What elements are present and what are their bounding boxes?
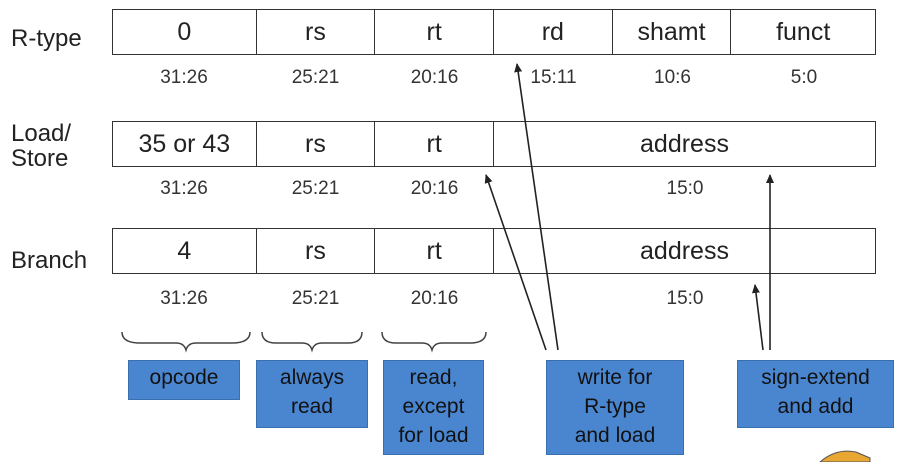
field-rs: rs <box>257 122 376 166</box>
callout-sign-extend: sign-extend and add <box>737 360 894 428</box>
row-label-load-store: Load/ Store <box>11 120 72 172</box>
bit-range: 20:16 <box>410 288 459 309</box>
row-label-r-type: R-type <box>11 25 82 52</box>
callout-opcode: opcode <box>128 360 240 400</box>
sign-extend-arrow-to-branch-address <box>752 284 764 351</box>
bit-range: 31:26 <box>160 288 208 309</box>
bit-range: 20:16 <box>410 67 459 88</box>
r-type-bit-ranges: 31:26 25:21 20:16 15:11 10:6 5:0 <box>112 67 876 91</box>
field-rd: rd <box>494 10 613 54</box>
field-shamt: shamt <box>613 10 732 54</box>
write-arrow-to-rt <box>484 174 547 351</box>
load-store-bit-ranges: 31:26 25:21 20:16 15:0 <box>112 178 876 202</box>
field-address: address <box>640 236 729 265</box>
field-rs: rs <box>257 10 376 54</box>
field-rt: rt <box>375 229 494 273</box>
field-funct: funct <box>776 17 831 46</box>
opcode-brace <box>121 331 251 353</box>
callout-always-read-text: always read <box>279 366 345 418</box>
r-type-instruction-format: 0 rs rt rd shamt funct <box>112 9 876 55</box>
bit-range: 15:0 <box>666 178 704 199</box>
rt-brace <box>381 331 487 353</box>
field-address: address <box>640 129 729 158</box>
branch-instruction-format: 4 rs rt address <box>112 228 876 274</box>
field-rs: rs <box>257 229 376 273</box>
field-opcode: 35 or 43 <box>113 122 257 166</box>
bit-range: 10:6 <box>654 67 691 88</box>
callout-write-for-text: write for R-type and load <box>574 366 656 447</box>
row-label-branch: Branch <box>11 247 88 274</box>
bit-range: 15:11 <box>530 67 577 88</box>
callout-sign-extend-text: sign-extend and add <box>761 366 870 418</box>
bit-range: 25:21 <box>291 178 340 199</box>
load-store-instruction-format: 35 or 43 rs rt address <box>112 121 876 167</box>
field-opcode: 4 <box>113 229 257 273</box>
bit-range: 20:16 <box>410 178 459 199</box>
bit-range: 5:0 <box>790 67 818 88</box>
branch-bit-ranges: 31:26 25:21 20:16 15:0 <box>112 288 876 312</box>
partial-logo-icon <box>819 450 871 462</box>
callout-read-except-for-load: read, except for load <box>383 360 484 455</box>
field-opcode: 0 <box>113 10 257 54</box>
callout-opcode-text: opcode <box>149 366 219 389</box>
bit-range: 31:26 <box>160 178 208 199</box>
bit-range: 25:21 <box>291 288 340 309</box>
bit-range: 25:21 <box>291 67 340 88</box>
write-arrow-to-rd <box>514 63 559 351</box>
callout-write-for-r-type: write for R-type and load <box>546 360 684 455</box>
rs-brace <box>261 331 363 353</box>
bit-range: 15:0 <box>666 288 704 309</box>
callout-read-except-text: read, except for load <box>398 366 469 447</box>
callout-always-read: always read <box>256 360 368 428</box>
bit-range: 31:26 <box>160 67 208 88</box>
field-rt: rt <box>375 122 494 166</box>
field-rt: rt <box>375 10 494 54</box>
